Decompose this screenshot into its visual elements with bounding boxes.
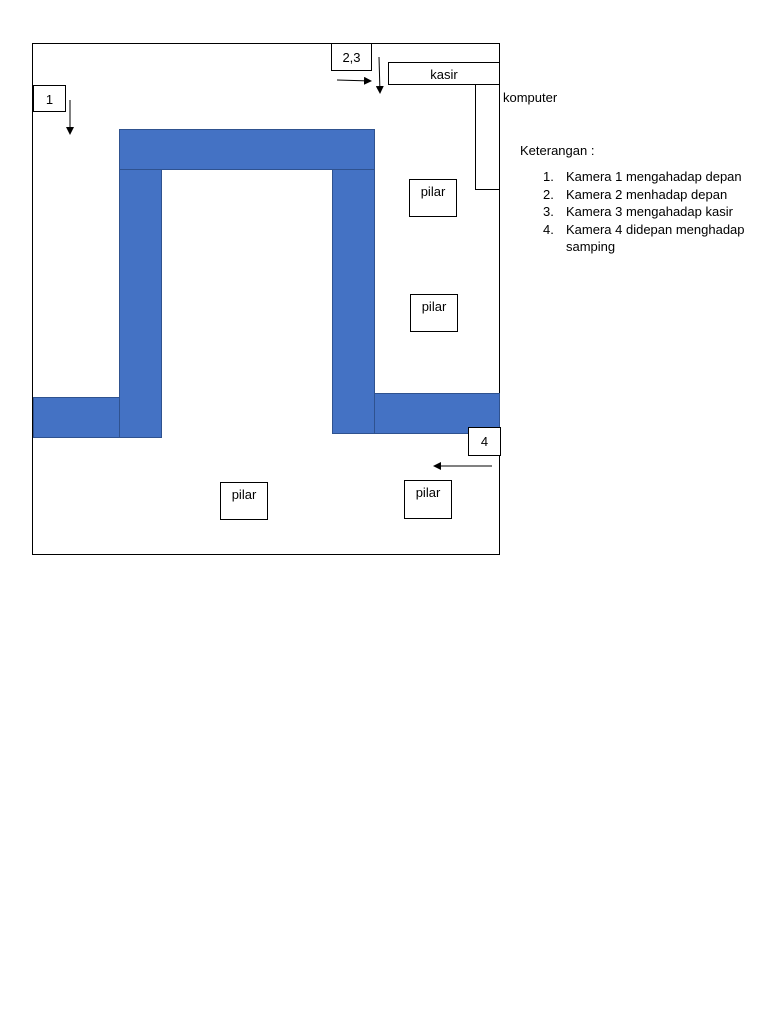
legend-item: 4.Kamera 4 didepan menghadap samping [543, 221, 745, 255]
komputer-desk [475, 84, 500, 190]
pilar-4: pilar [404, 480, 452, 519]
kasir-label: kasir [430, 67, 458, 82]
camera-2-arrow [336, 76, 372, 85]
legend: Keterangan : 1.Kamera 1 mengahadap depan… [520, 143, 760, 256]
legend-item: 1.Kamera 1 mengahadap depan [543, 169, 742, 184]
camera-3-arrow [375, 56, 384, 94]
camera-2-3-marker: 2,3 [331, 43, 372, 71]
pilar-2: pilar [410, 294, 458, 332]
legend-title: Keterangan : [520, 143, 595, 158]
shelf-top [119, 129, 375, 170]
legend-item: 3.Kamera 3 mengahadap kasir [543, 204, 733, 219]
shelf-right-vertical [332, 169, 375, 434]
pilar-3: pilar [220, 482, 268, 520]
legend-list: 1.Kamera 1 mengahadap depan 2.Kamera 2 m… [520, 168, 760, 256]
kasir-counter: kasir [388, 62, 500, 85]
komputer-label: komputer [503, 90, 558, 105]
camera-4-marker: 4 [468, 427, 501, 456]
legend-item: 2.Kamera 2 menhadap depan [543, 186, 728, 202]
pilar-1: pilar [409, 179, 457, 217]
camera-1-marker: 1 [33, 85, 66, 112]
shelf-left-horizontal [33, 397, 120, 438]
shelf-left-vertical [119, 169, 162, 438]
